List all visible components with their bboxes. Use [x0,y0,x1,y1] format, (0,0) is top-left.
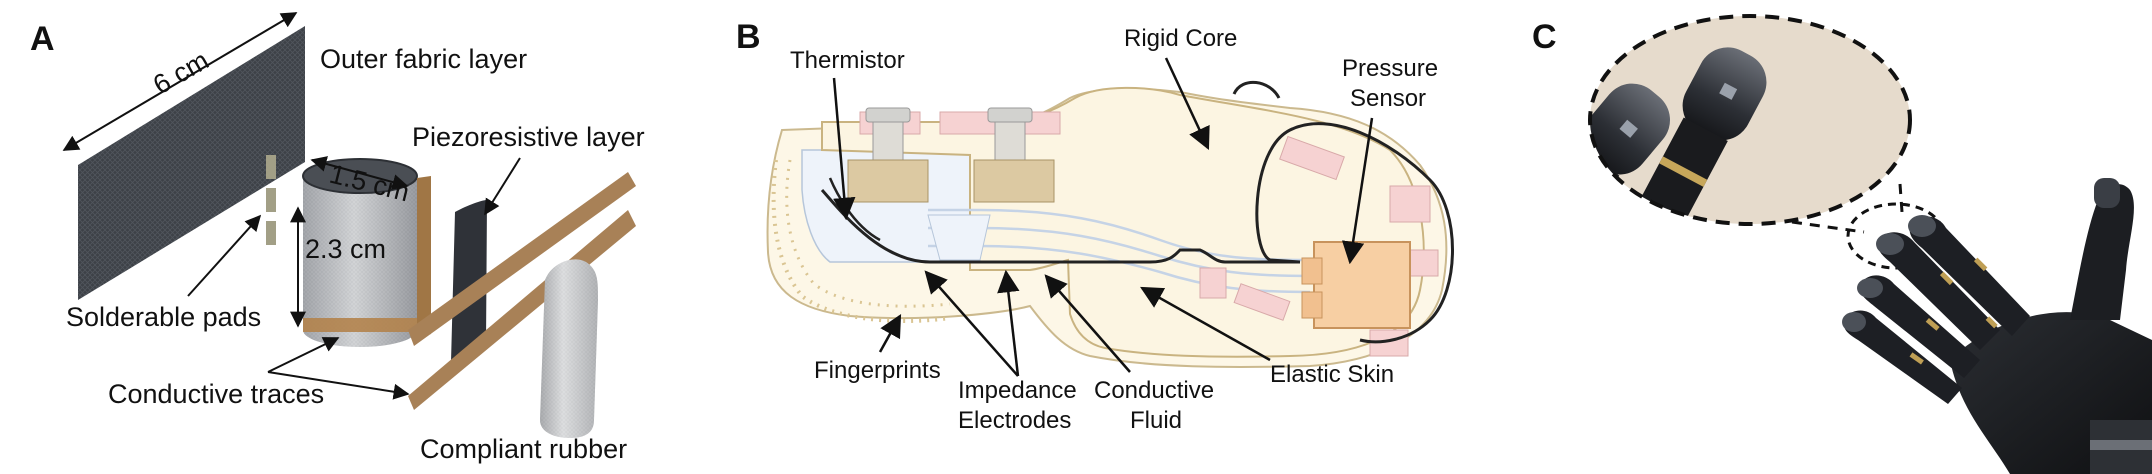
pressure-arrow [1341,117,1374,265]
rigid-core-arrow [1164,57,1210,151]
cylinder-trace-strip [417,176,431,338]
skin-arrow [1140,286,1271,362]
zoom-circle [1588,14,1912,226]
robot-hand [1842,178,2152,474]
conductive-trace-strip [408,172,636,346]
zoom-inset [1590,16,1910,224]
impedance-arrow [924,270,1019,377]
pressure-label-2: Sensor [1350,85,1426,112]
pressure-sensor-block [1313,241,1411,329]
pressure-label-1: Pressure [1342,55,1438,82]
fingerprints-arrow [878,314,902,353]
panel-c-letter: C [1532,18,1557,56]
screw-shaft [872,121,904,163]
traces-arrow [267,371,410,400]
panel-a-letter: A [30,20,55,58]
solderable-pad [266,188,276,212]
rubber-label: Compliant rubber [420,434,627,464]
impedance-label-1: Impedance [958,377,1077,404]
pink-pad [1233,283,1291,321]
fluid-channel [928,208,1311,262]
thermistor-arrow [832,77,856,221]
tan-block [847,159,929,203]
fluid-label-1: Conductive [1094,377,1214,404]
panel-c: C [1530,0,2152,474]
diameter-dimension-arrow [310,156,409,190]
solderable-pad [266,155,276,179]
panel-b: B Thermistor Rigid Core Pressure Sensor [730,0,1530,474]
pink-pad [1389,185,1431,223]
outer-fabric-label: Outer fabric layer [320,44,527,74]
panel-a-figure: A 6 cm Outer fabric layer 1.5 cm 2.3 cm … [30,12,645,464]
screw-head [865,107,911,123]
fingerprints-label: Fingerprints [814,357,941,384]
panel-a: A 6 cm Outer fabric layer 1.5 cm 2.3 cm … [0,0,730,474]
tan-block [973,159,1055,203]
fluid-funnel [927,214,991,261]
fluid-label-2: Fluid [1130,407,1182,434]
screw-head [987,107,1033,123]
pink-pad [1199,267,1227,299]
thermistor-label: Thermistor [790,47,905,74]
pads-label: Solderable pads [66,302,261,332]
solderable-pad [266,221,276,245]
zoom-connector [1791,220,1865,234]
skin-label: Elastic Skin [1270,361,1394,388]
pink-pad [1409,249,1439,277]
panel-b-figure: B Thermistor Rigid Core Pressure Sensor [736,18,1454,434]
rigid-core-shape [821,86,1425,358]
traces-label: Conductive traces [108,379,324,409]
sensor-wire-hook [1232,80,1281,99]
piezoresistive-sheet [451,200,487,362]
cylinder-trace-band [303,318,417,332]
panel-b-letter: B [736,18,761,56]
rigid-core-label: Rigid Core [1124,25,1237,52]
height-dimension-label: 2.3 cm [305,234,386,264]
fluid-arrow [1044,274,1131,373]
piezo-label: Piezoresistive layer [412,122,645,152]
piezo-arrow [484,157,521,216]
screw-shaft [994,121,1026,163]
impedance-label-2: Electrodes [958,407,1071,434]
panel-c-figure: C [1532,14,2152,474]
pink-pad [1279,135,1345,181]
pads-arrow [187,214,262,297]
impedance-arrow [997,269,1020,377]
zoom-connector [1898,183,1904,213]
traces-arrow [267,337,340,373]
width-dimension-arrow [62,12,298,151]
sensor-wire [820,188,1300,264]
